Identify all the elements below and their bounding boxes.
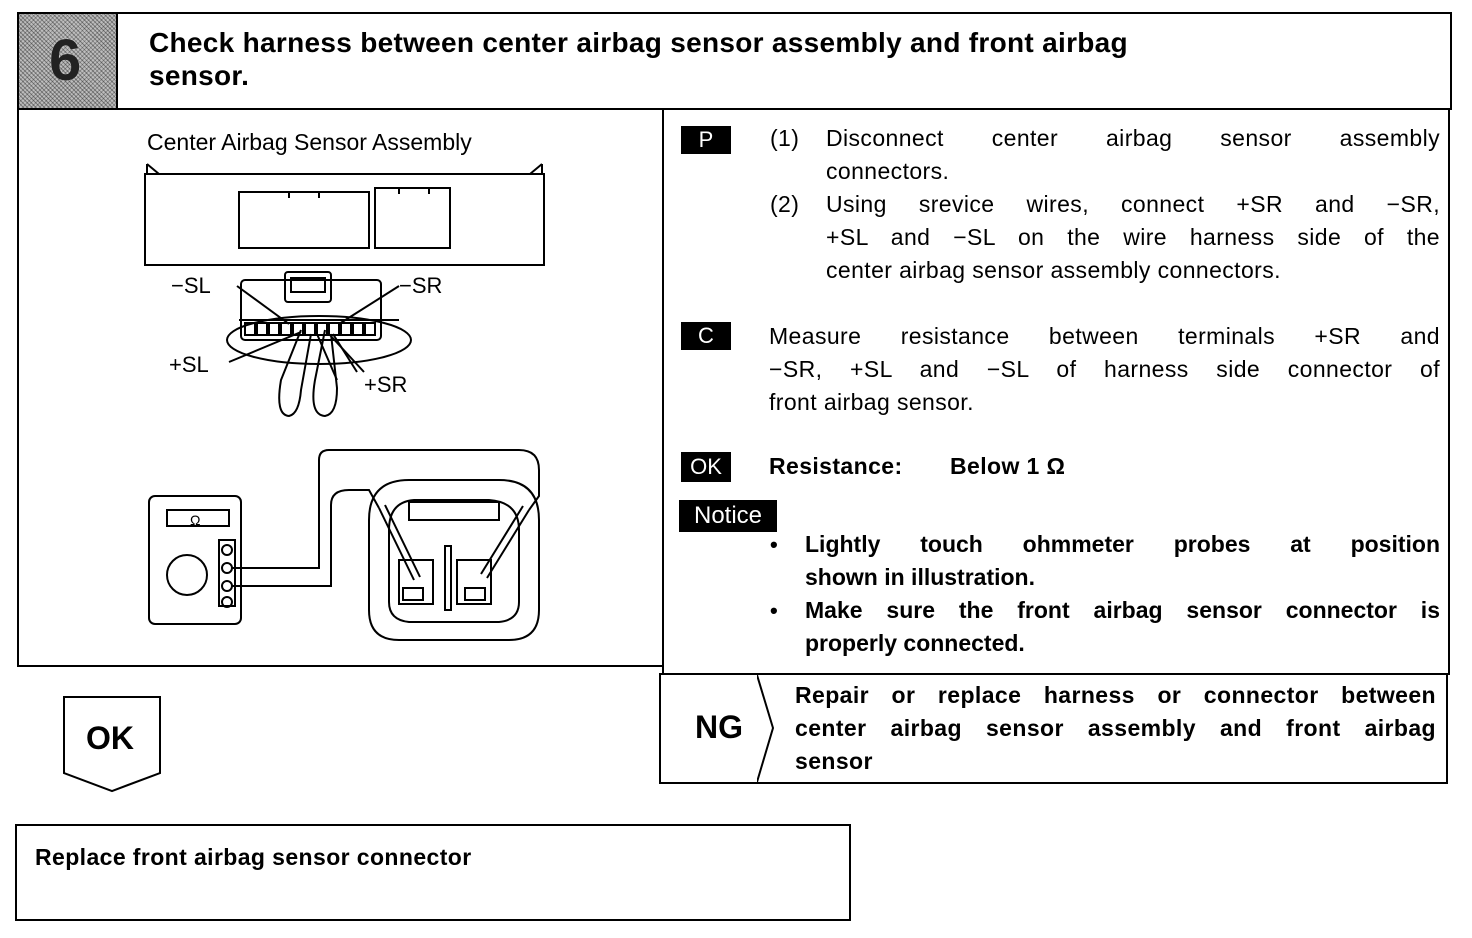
ng-line1: Repair or replace harness or connector b… (795, 682, 1436, 708)
resistance-label: Resistance: (769, 453, 903, 479)
check-line3: front airbag sensor. (769, 389, 974, 415)
sensor-assembly-housing (144, 164, 545, 266)
ok-label: OK (86, 720, 134, 756)
ng-line2: center airbag sensor assembly and front … (795, 715, 1436, 741)
connector-socket-large (238, 191, 370, 249)
proc-step1-line2: connectors. (826, 158, 950, 184)
ng-result-box: NG Repair or replace harness or connecto… (659, 673, 1448, 784)
ng-label: NG (695, 709, 743, 745)
connector-terminals (244, 322, 376, 336)
ok-action-text: Replace front airbag sensor connector (35, 844, 472, 870)
badge-check: C (681, 322, 731, 350)
harness-connector (240, 279, 382, 341)
badge-prepare: P (681, 126, 731, 154)
label-plus-sl: +SL (169, 352, 209, 377)
ok-arrow-box (63, 696, 161, 793)
notice-bullet2-line1: Make sure the front airbag sensor connec… (805, 597, 1440, 623)
wiring-illustration: Center Airbag Sensor Assembly (144, 129, 545, 641)
label-minus-sr: −SR (399, 273, 442, 298)
ohmmeter-lead-2 (232, 489, 380, 587)
ok-action-box: Replace front airbag sensor connector (15, 824, 851, 921)
notice-bullet1-line2: shown in illustration. (805, 564, 1035, 590)
proc-step2-line1: Using srevice wires, connect +SR and −SR… (826, 191, 1440, 217)
service-wire-left (278, 329, 312, 418)
notice-bullet1-line1: Lightly touch ohmmeter probes at positio… (805, 531, 1440, 557)
check-line1: Measure resistance between terminals +SR… (769, 323, 1440, 349)
step-number: 6 (49, 28, 82, 93)
proc-step1-num: (1) (770, 125, 800, 151)
proc-step2-line3: center airbag sensor assembly connectors… (826, 257, 1281, 283)
bullet-dot-1: • (770, 532, 778, 557)
bullet-dot-2: • (770, 598, 778, 623)
connector-socket-small (374, 187, 451, 249)
figure-panel: Center Airbag Sensor Assembly (17, 108, 664, 667)
step-title-line2: sensor. (149, 60, 250, 91)
ohmmeter-lead-1 (232, 449, 540, 569)
ohm-symbol: Ω (190, 512, 200, 528)
figure-caption: Center Airbag Sensor Assembly (147, 129, 472, 155)
ng-arrow (757, 675, 775, 782)
step-number-box: 6 (19, 14, 118, 108)
proc-step1-line1: Disconnect center airbag sensor assembly (826, 125, 1440, 151)
resistance-value: Below 1 Ω (950, 453, 1066, 479)
step-title-line1: Check harness between center airbag sens… (149, 27, 1128, 58)
front-airbag-connector (368, 479, 540, 641)
ng-line3: sensor (795, 748, 873, 774)
proc-step2-num: (2) (770, 191, 800, 217)
proc-step2-line2: +SL and −SL on the wire harness side of … (826, 224, 1440, 250)
notice-bullet2-line2: properly connected. (805, 630, 1025, 656)
service-wire-right (312, 329, 339, 418)
badge-ok: OK (681, 452, 731, 482)
check-line2: −SR, +SL and −SL of harness side connect… (769, 356, 1440, 382)
label-minus-sl: −SL (171, 273, 211, 298)
procedure-panel: P (1) Disconnect center airbag sensor as… (662, 108, 1450, 675)
ohmmeter: Ω (148, 495, 242, 625)
label-plus-sr: +SR (364, 372, 407, 397)
badge-notice: Notice (679, 500, 777, 532)
step-header: 6 Check harness between center airbag se… (17, 12, 1452, 110)
